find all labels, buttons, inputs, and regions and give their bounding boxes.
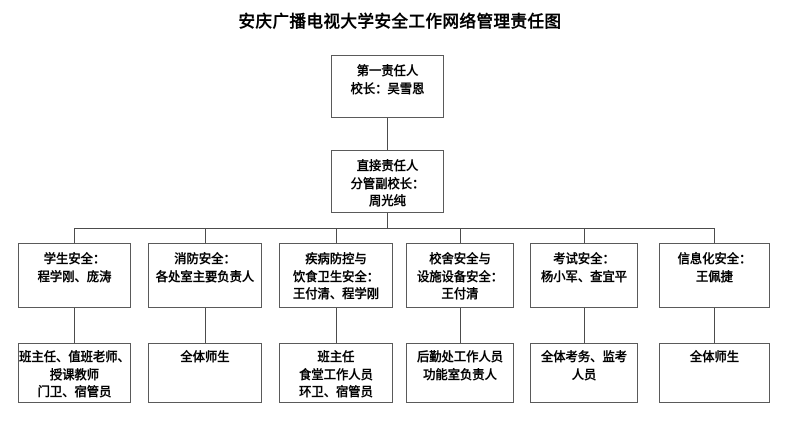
node-student-safety: 学生安全： 程学刚、庞涛 xyxy=(18,243,131,308)
node-line: 王佩捷 xyxy=(696,269,733,284)
node-line: 校长：吴雪恩 xyxy=(350,81,425,96)
node-fire-safety-staff: 全体师生 xyxy=(148,343,262,403)
node-disease-and-food-hygiene-safety: 疾病防控与 饮食卫生安全： 王付清、程学刚 xyxy=(279,243,393,308)
node-line: 后勤处工作人员 xyxy=(416,350,504,364)
connector-bus-to-branch-6 xyxy=(714,228,716,243)
connector-branch-3-to-staff xyxy=(336,308,338,343)
node-student-safety-staff: 班主任、值班老师、 授课教师 门卫、宿管员 xyxy=(18,343,131,403)
connector-branch-4-to-staff xyxy=(460,308,462,343)
node-line: 门卫、宿管员 xyxy=(37,385,112,399)
connector-horizontal-bus xyxy=(74,228,714,230)
node-disease-and-food-hygiene-safety-staff: 班主任 食堂工作人员 环卫、宿管员 xyxy=(279,343,393,403)
node-line: 第一责任人 xyxy=(356,64,419,78)
connector-bus-to-branch-3 xyxy=(336,228,338,243)
connector-bus-to-branch-5 xyxy=(584,228,586,243)
node-line: 班主任、值班老师、 xyxy=(19,350,130,364)
node-line: 全体考务、监考 xyxy=(540,350,628,364)
node-line: 全体师生 xyxy=(180,350,230,364)
node-line: 授课教师 xyxy=(49,367,100,382)
connector-branch-5-to-staff xyxy=(584,308,586,343)
node-line: 各处室主要负责人 xyxy=(155,269,255,284)
node-campus-building-and-facility-safety: 校舍安全与 设施设备安全： 王付清 xyxy=(406,243,514,308)
node-line: 消防安全： xyxy=(174,252,236,266)
connector-branch-2-to-staff xyxy=(205,308,207,343)
node-examination-safety-staff: 全体考务、监考 人员 xyxy=(530,343,638,403)
node-line: 信息化安全： xyxy=(677,252,752,266)
node-line: 食堂工作人员 xyxy=(299,367,373,382)
node-line: 人员 xyxy=(571,367,597,382)
node-line: 饮食卫生安全： xyxy=(292,269,380,284)
node-line: 校舍安全与 xyxy=(429,252,491,266)
node-information-technology-safety: 信息化安全： 王佩捷 xyxy=(659,243,770,308)
node-line: 环卫、宿管员 xyxy=(299,385,373,399)
node-line: 分管副校长： xyxy=(350,176,425,191)
node-line: 程学刚、庞涛 xyxy=(37,269,112,284)
node-line: 王付清 xyxy=(441,287,479,301)
node-line: 功能室负责人 xyxy=(423,367,497,382)
node-line: 班主任 xyxy=(317,350,355,364)
node-line: 杨小军、查宜平 xyxy=(540,269,628,284)
node-line: 王付清、程学刚 xyxy=(292,287,380,301)
connector-branch-6-to-staff xyxy=(714,308,716,343)
node-campus-building-and-facility-safety-staff: 后勤处工作人员 功能室负责人 xyxy=(406,343,514,403)
node-fire-safety: 消防安全： 各处室主要负责人 xyxy=(148,243,262,308)
node-first-responsible-person: 第一责任人 校长：吴雪恩 xyxy=(331,55,444,118)
connector-bus-to-branch-2 xyxy=(205,228,207,243)
node-examination-safety: 考试安全： 杨小军、查宜平 xyxy=(530,243,638,308)
node-line: 考试安全： xyxy=(553,252,615,266)
connector-second-to-bus xyxy=(387,213,389,229)
node-line: 全体师生 xyxy=(689,350,740,364)
node-line: 周光纯 xyxy=(369,194,406,208)
node-direct-responsible-person: 直接责任人 分管副校长： 周光纯 xyxy=(331,150,444,213)
connector-bus-to-branch-1 xyxy=(74,228,76,243)
node-information-technology-safety-staff: 全体师生 xyxy=(659,343,770,403)
connector-root-to-second xyxy=(387,118,389,150)
node-line: 学生安全： xyxy=(43,252,106,266)
node-line: 设施设备安全： xyxy=(416,269,504,284)
page-title: 安庆广播电视大学安全工作网络管理责任图 xyxy=(238,12,562,31)
node-line: 直接责任人 xyxy=(356,159,419,173)
connector-branch-1-to-staff xyxy=(74,308,76,343)
connector-bus-to-branch-4 xyxy=(460,228,462,243)
node-line: 疾病防控与 xyxy=(305,252,367,266)
